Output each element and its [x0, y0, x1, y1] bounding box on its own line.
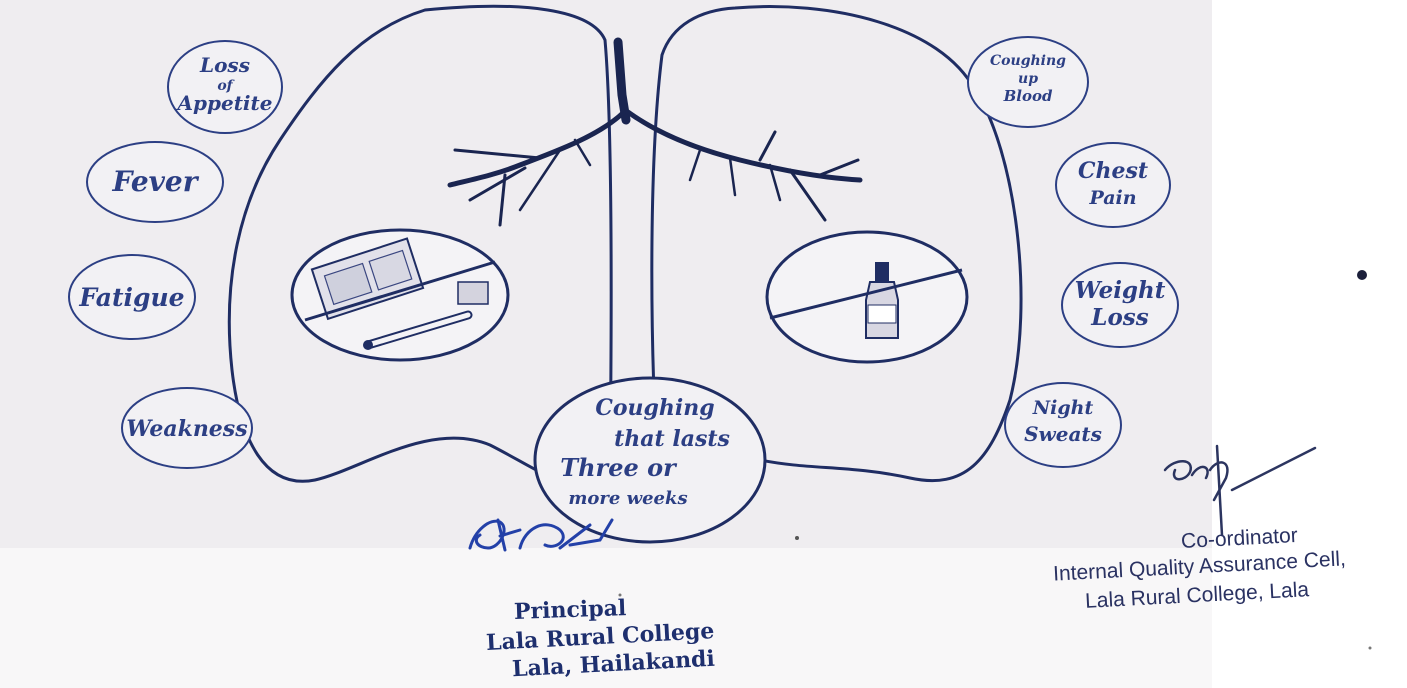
symptom-label-line: up — [1018, 71, 1038, 87]
symptom-label: Fatigue — [78, 283, 184, 312]
symptom-fever: Fever — [87, 142, 223, 222]
symptom-night-sweats: Night Sweats — [1005, 383, 1121, 467]
symptom-fatigue: Fatigue — [69, 255, 195, 339]
principal-title: Principal — [514, 594, 627, 626]
symptom-loss-of-appetite: Loss of Appetite — [168, 41, 282, 133]
symptom-label-line: that lasts — [614, 426, 730, 452]
lighter-icon — [458, 282, 488, 304]
symptom-label-line: Three or — [560, 453, 678, 482]
symptom-label: Fever — [112, 165, 200, 198]
symptom-label-line: Loss — [1090, 304, 1148, 331]
symptom-label-line: Pain — [1088, 187, 1136, 209]
symptom-weakness: Weakness — [122, 388, 252, 468]
symptom-label-line: Coughing — [595, 395, 714, 421]
symptom-label-line: more weeks — [568, 488, 687, 509]
ink-speck — [1369, 647, 1372, 650]
symptom-label-line: Chest — [1078, 158, 1148, 184]
no-smoking-sign — [292, 230, 508, 360]
symptom-label-line: Blood — [1003, 87, 1053, 105]
symptom-label-line: Appetite — [175, 91, 272, 115]
symptom-label-line: Loss — [199, 53, 250, 77]
symptom-coughing-up-blood: Coughing up Blood — [968, 37, 1088, 127]
symptom-label: Weakness — [126, 416, 247, 442]
symptom-label-line: Sweats — [1024, 422, 1102, 446]
symptom-weight-loss: Weight Loss — [1062, 263, 1178, 347]
ink-speck — [795, 536, 799, 540]
symptom-label-line: Weight — [1075, 277, 1166, 304]
ink-speck — [1357, 270, 1367, 280]
symptom-label-line: Night — [1032, 397, 1094, 419]
symptom-persistent-cough: Coughing that lasts Three or more weeks — [535, 378, 765, 542]
symptom-label-line: Coughing — [990, 53, 1066, 69]
symptom-chest-pain: Chest Pain — [1056, 143, 1170, 227]
no-alcohol-sign — [767, 232, 967, 362]
